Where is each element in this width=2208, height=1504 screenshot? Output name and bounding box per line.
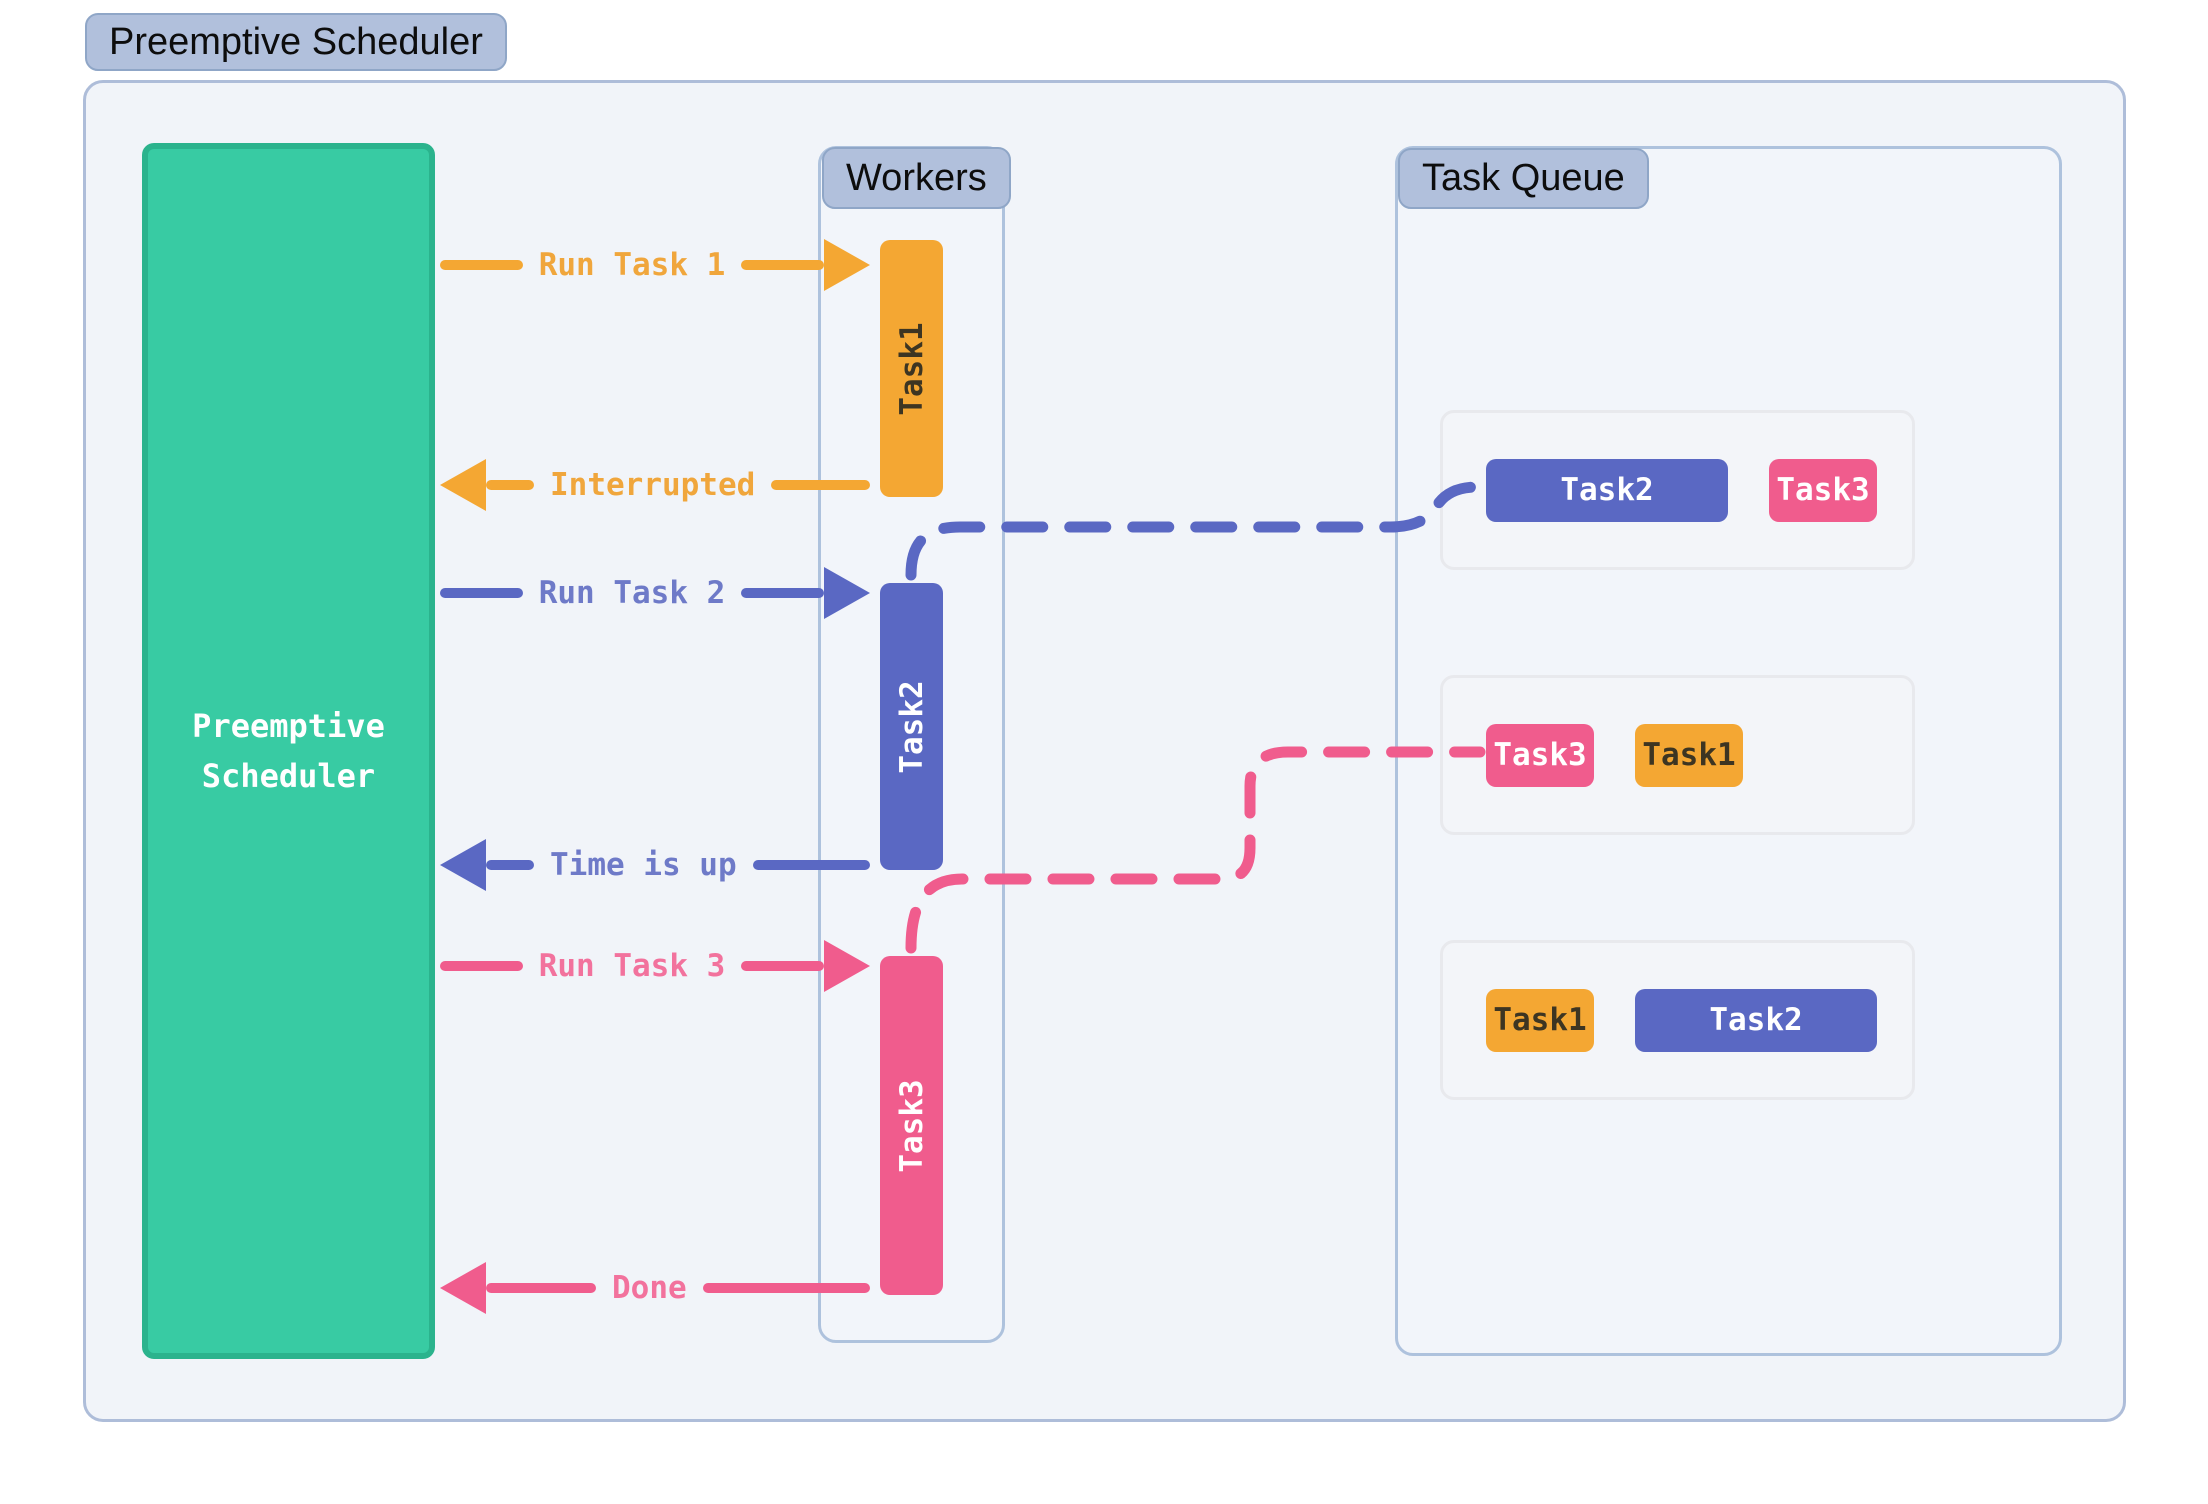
arrow-line	[486, 860, 534, 870]
queue-chip-label: Task1	[1642, 737, 1736, 773]
queue-chip-task2: Task2	[1486, 458, 1728, 522]
worker-bar-task3-label: Task3	[893, 1078, 930, 1173]
arrow-line	[440, 961, 523, 971]
arrowhead-right-icon	[824, 239, 871, 291]
scheduler-label-line2: Scheduler	[201, 757, 376, 795]
arrow-label: Time is up	[550, 847, 737, 883]
arrow-label: Interrupted	[550, 467, 756, 503]
scheduler-block: Preemptive Scheduler	[142, 143, 435, 1359]
arrow-line	[486, 480, 534, 490]
task-queue-panel: Task2 Task3 Task3 Task1 Task1 Task2	[1395, 146, 2062, 1356]
arrowhead-left-icon	[440, 839, 486, 891]
workers-badge-label: Workers	[846, 156, 987, 199]
arrow-run-task-2: Run Task 2	[440, 567, 871, 619]
worker-bar-task1-label: Task1	[893, 321, 930, 416]
queue-chip-task1: Task1	[1635, 723, 1743, 787]
arrow-label: Run Task 2	[538, 575, 726, 611]
arrow-line	[702, 1283, 870, 1293]
arrow-line	[486, 1283, 596, 1293]
arrow-interrupted: Interrupted	[440, 459, 870, 511]
worker-bar-task1: Task1	[880, 240, 943, 497]
arrow-label: Run Task 3	[538, 948, 726, 984]
arrow-line	[771, 480, 870, 490]
task-queue-badge-label: Task Queue	[1422, 157, 1625, 199]
arrow-label: Done	[612, 1270, 687, 1306]
arrow-line	[752, 860, 870, 870]
arrowhead-right-icon	[824, 940, 871, 992]
arrow-line	[741, 588, 825, 598]
task-queue-badge: Task Queue	[1398, 148, 1649, 209]
queue-chip-task3: Task3	[1486, 723, 1594, 787]
arrow-run-task-3: Run Task 3	[440, 940, 871, 992]
arrow-time-is-up: Time is up	[440, 839, 870, 891]
arrow-run-task-1: Run Task 1	[440, 239, 871, 291]
arrowhead-left-icon	[440, 459, 486, 511]
queue-chip-label: Task3	[1493, 737, 1587, 773]
queue-chip-task2: Task2	[1635, 988, 1877, 1052]
arrow-line	[741, 260, 825, 270]
diagram-title-badge: Preemptive Scheduler	[85, 13, 507, 71]
arrow-label: Run Task 1	[538, 247, 726, 283]
arrow-line	[741, 961, 825, 971]
queue-chip-label: Task2	[1709, 1002, 1803, 1038]
queue-chip-task1: Task1	[1486, 988, 1594, 1052]
queue-chip-label: Task3	[1776, 472, 1870, 508]
queue-row-1: Task2 Task3	[1440, 410, 1915, 570]
worker-bar-task3: Task3	[880, 956, 943, 1295]
diagram-title: Preemptive Scheduler	[109, 20, 483, 63]
queue-row-2: Task3 Task1	[1440, 675, 1915, 835]
arrowhead-right-icon	[824, 567, 871, 619]
worker-bar-task2: Task2	[880, 583, 943, 870]
arrowhead-left-icon	[440, 1262, 486, 1314]
queue-chip-label: Task1	[1493, 1002, 1587, 1038]
workers-badge: Workers	[822, 147, 1011, 209]
queue-chip-label: Task2	[1560, 472, 1654, 508]
queue-row-3: Task1 Task2	[1440, 940, 1915, 1100]
arrow-line	[440, 588, 523, 598]
worker-bar-task2-label: Task2	[893, 679, 930, 774]
scheduler-label-line1: Preemptive	[192, 707, 385, 745]
arrow-line	[440, 260, 523, 270]
queue-chip-task3: Task3	[1769, 458, 1877, 522]
arrow-done: Done	[440, 1262, 870, 1314]
